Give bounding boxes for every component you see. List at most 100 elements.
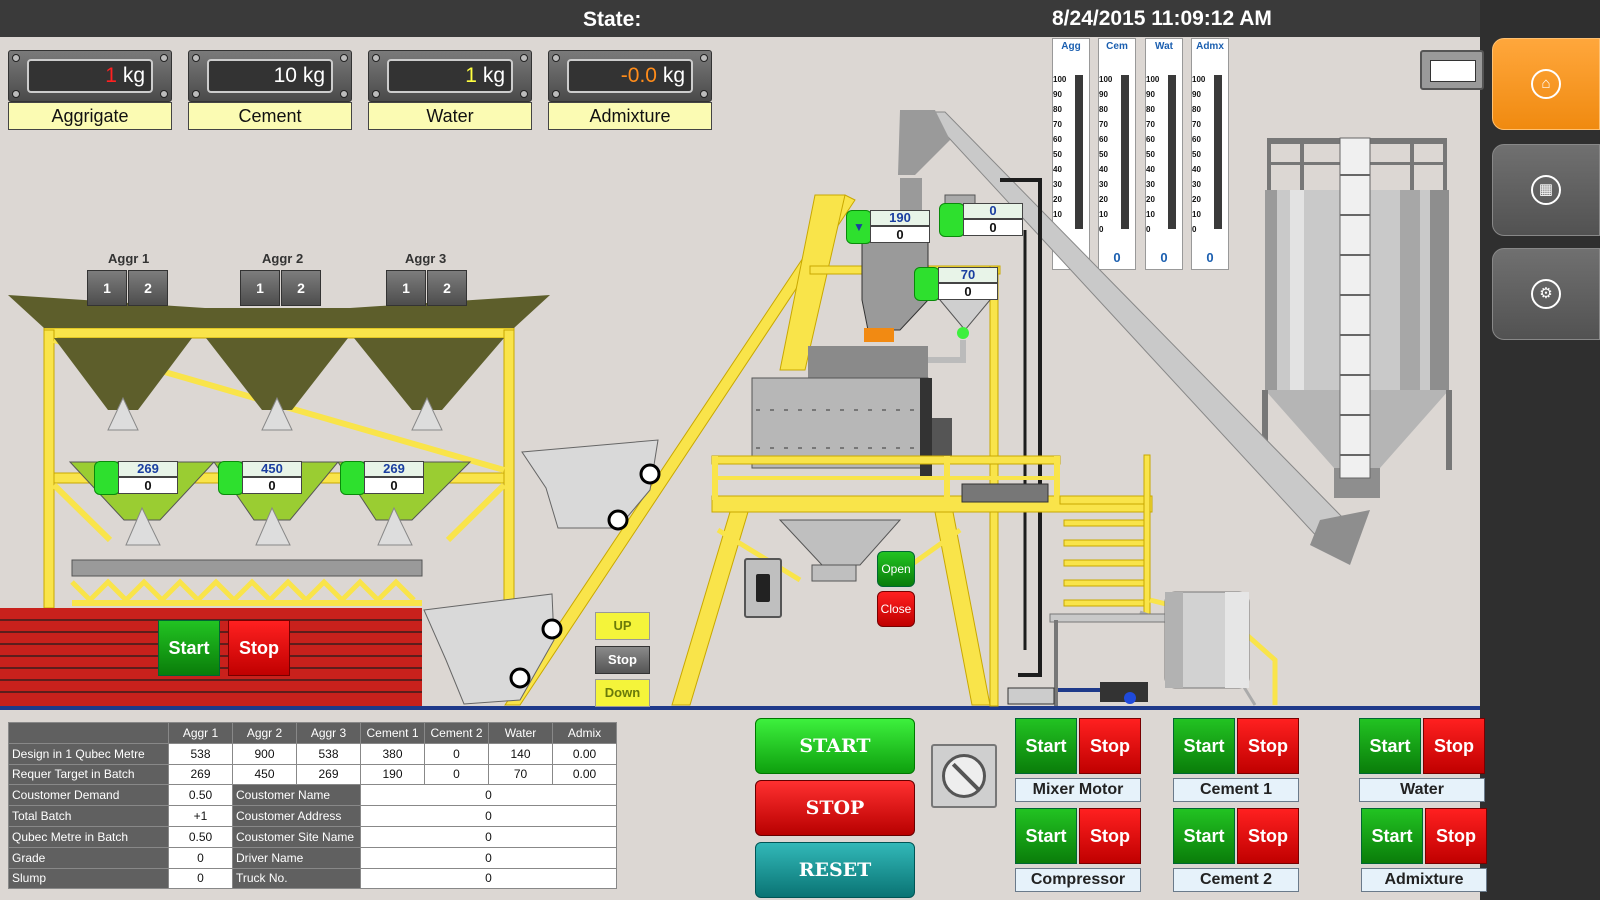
mixer-motor-stop-button[interactable]: Stop: [1079, 718, 1141, 774]
info-value[interactable]: 0: [360, 867, 617, 890]
table-cell: Requer Target in Batch: [8, 763, 169, 786]
nav-settings-button[interactable]: ⚙: [1492, 248, 1600, 340]
admix-valve-indicator[interactable]: [939, 203, 965, 237]
cement-1-stop-button[interactable]: Stop: [1237, 718, 1299, 774]
table-header-cell: Cement 2: [424, 722, 489, 744]
aggr3-valve-indicator[interactable]: [340, 461, 366, 495]
gauge-tick-label: 100: [1099, 75, 1113, 84]
stop-button[interactable]: STOP: [755, 780, 915, 836]
gauge-tick-label: 20: [1053, 195, 1062, 204]
aggr3-gate2-button[interactable]: 2: [427, 270, 467, 306]
table-header-cell: [8, 722, 169, 744]
aggr2-gate2-button[interactable]: 2: [281, 270, 321, 306]
table-header-cell: Admix: [552, 722, 617, 744]
gauge-tick-label: 0: [1099, 225, 1104, 234]
info-value[interactable]: 0.50: [168, 825, 233, 848]
gauge-value: 0: [1160, 250, 1168, 265]
table-cell: 0: [424, 742, 489, 765]
cement-1-start-button[interactable]: Start: [1173, 718, 1235, 774]
aggr1-valve-indicator[interactable]: [94, 461, 120, 495]
toggle-switch-icon: [1430, 60, 1476, 82]
gauge-tick-label: 30: [1099, 180, 1108, 189]
gauge-tick-label: 30: [1192, 180, 1201, 189]
info-value[interactable]: 0: [168, 846, 233, 869]
info-label: Grade: [8, 846, 169, 869]
aggr1-gate2-button[interactable]: 2: [128, 270, 168, 306]
info-value[interactable]: 0: [360, 846, 617, 869]
cement-valve-indicator[interactable]: ▼: [846, 210, 872, 244]
table-cell: 70: [488, 763, 553, 786]
water-valve-indicator[interactable]: [914, 267, 940, 301]
nav-grid-button[interactable]: ▦: [1492, 144, 1600, 236]
mixer-local-switch[interactable]: [744, 558, 782, 618]
scale-label: Water: [368, 102, 532, 130]
info-value[interactable]: 0.50: [168, 784, 233, 807]
mixer-motor-start-button[interactable]: Start: [1015, 718, 1077, 774]
actual-value: 0: [963, 219, 1023, 236]
gauge-tick-label: 100: [1146, 75, 1160, 84]
cement-2-start-button[interactable]: Start: [1173, 808, 1235, 864]
aggr2-valve-indicator[interactable]: [218, 461, 244, 495]
gauge-tick-label: 10: [1099, 210, 1108, 219]
info-value[interactable]: 0: [360, 825, 617, 848]
aggr-title: Aggr 2: [262, 251, 304, 266]
admixture-stop-button[interactable]: Stop: [1425, 808, 1487, 864]
nav-home-button[interactable]: ⌂: [1492, 38, 1600, 130]
water-stop-button[interactable]: Stop: [1423, 718, 1485, 774]
admixture-start-button[interactable]: Start: [1361, 808, 1423, 864]
gauge-tick-label: 60: [1192, 135, 1201, 144]
skip-down-button[interactable]: Down: [595, 679, 650, 707]
skip-up-button[interactable]: UP: [595, 612, 650, 640]
info-label: Coustomer Demand: [8, 784, 169, 807]
aggr3-gate1-button[interactable]: 1: [386, 270, 426, 306]
water-start-button[interactable]: Start: [1359, 718, 1421, 774]
gauge-title: Wat: [1155, 41, 1173, 52]
gate-close-button[interactable]: Close: [877, 591, 915, 627]
scale-label: Admixture: [548, 102, 712, 130]
gauge-tick-label: 10: [1053, 210, 1062, 219]
info-value[interactable]: 0: [168, 867, 233, 890]
target-value: 190: [870, 210, 930, 226]
gauge-tick-label: 10: [1146, 210, 1155, 219]
start-button[interactable]: START: [755, 718, 915, 774]
table-cell: 0.00: [552, 763, 617, 786]
cement-2-stop-button[interactable]: Stop: [1237, 808, 1299, 864]
aggr2-gate1-button[interactable]: 1: [240, 270, 280, 306]
reset-button[interactable]: RESET: [755, 842, 915, 898]
conveyor-start-button[interactable]: Start: [158, 620, 220, 676]
conveyor-stop-button[interactable]: Stop: [228, 620, 290, 676]
aggr1-gate1-button[interactable]: 1: [87, 270, 127, 306]
scale-unit: kg: [662, 64, 685, 87]
gauge-tick-label: 90: [1146, 90, 1155, 99]
gauge-tick-label: 50: [1192, 150, 1201, 159]
scale-cement: 10 kg Cement: [188, 50, 352, 130]
gate-open-button[interactable]: Open: [877, 551, 915, 587]
main-power-switch[interactable]: [1420, 50, 1484, 90]
gauge-tick-label: 100: [1192, 75, 1206, 84]
info-value[interactable]: +1: [168, 805, 233, 827]
cement-1-label: Cement 1: [1173, 778, 1299, 802]
skip-stop-button[interactable]: Stop: [595, 646, 650, 674]
table-cell: 0: [424, 763, 489, 786]
grid-icon: ▦: [1531, 175, 1561, 205]
compressor-start-button[interactable]: Start: [1015, 808, 1077, 864]
table-cell: 0.00: [552, 742, 617, 765]
actual-value: 0: [118, 477, 178, 494]
info-value[interactable]: 0: [360, 805, 617, 827]
gauge-title: Agg: [1061, 41, 1081, 52]
gauge-tick-label: 90: [1053, 90, 1062, 99]
selector-knob[interactable]: [931, 744, 997, 808]
scale-admixture: -0.0 kg Admixture: [548, 50, 712, 130]
compressor-stop-button[interactable]: Stop: [1079, 808, 1141, 864]
datetime-display: 8/24/2015 11:09:12 AM: [1052, 7, 1272, 30]
info-value[interactable]: 0: [360, 784, 617, 807]
info-label: Coustomer Name: [232, 784, 361, 807]
info-label: Coustomer Address: [232, 805, 361, 827]
